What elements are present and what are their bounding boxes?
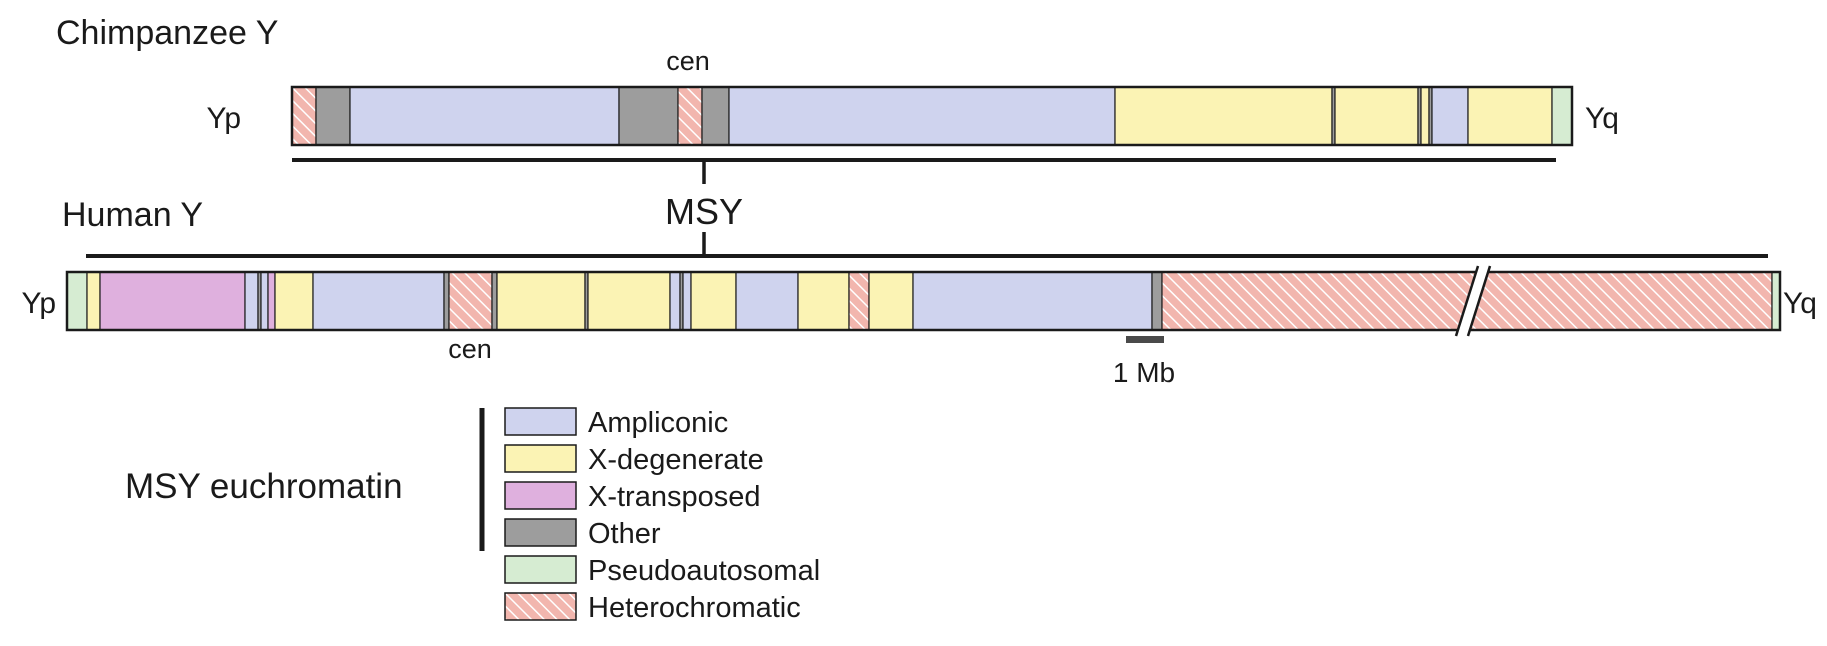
human-segment-x-degenerate [587, 271, 671, 331]
human-segment-x-transposed [267, 271, 276, 331]
chimp-segment-other [315, 86, 351, 146]
legend-label-pseudoautosomal: Pseudoautosomal [588, 555, 820, 587]
scale-bar [1126, 336, 1164, 343]
chimp-segment-x-degenerate [1114, 86, 1333, 146]
legend-label-ampliconic: Ampliconic [588, 407, 728, 439]
chimp-segment-other [701, 86, 730, 146]
human-segment-heterochromatic [448, 271, 493, 331]
legend-label-other: Other [588, 518, 661, 550]
msy-label: MSY [665, 191, 743, 232]
scale-break-mark [1454, 265, 1492, 337]
human-segment-ampliconic [682, 271, 692, 331]
human-p-arm-label: Yp [22, 287, 56, 320]
human-segment-x-transposed [99, 271, 246, 331]
human-segment-ampliconic [735, 271, 799, 331]
legend-swatch-x-transposed [504, 481, 577, 510]
human-segment-x-degenerate [496, 271, 586, 331]
legend: AmpliconicX-degenerateX-transposedOtherP… [504, 407, 820, 624]
human-segment-ampliconic [312, 271, 445, 331]
human-chromosome [66, 271, 1781, 331]
human-cen-label: cen [448, 334, 492, 364]
human-segment-ampliconic [244, 271, 259, 331]
chimp-q-arm-label: Yq [1585, 102, 1619, 135]
chimp-segment-ampliconic [349, 86, 620, 146]
human-segment-ampliconic [260, 271, 269, 331]
human-segment-x-degenerate [868, 271, 914, 331]
chimp-segment-heterochromatic [677, 86, 703, 146]
chimp-cen-label: cen [666, 46, 710, 76]
legend-label-heterochromatic: Heterochromatic [588, 592, 801, 624]
human-segment-heterochromatic [848, 271, 870, 331]
human-segment-x-degenerate [797, 271, 850, 331]
human-segment-x-degenerate [274, 271, 314, 331]
legend-swatch-ampliconic [504, 407, 577, 436]
legend-swatch-other [504, 518, 577, 547]
chimp-title: Chimpanzee Y [56, 14, 278, 52]
chimp-segment-heterochromatic [291, 86, 317, 146]
legend-label-x-transposed: X-transposed [588, 481, 761, 513]
chimp-p-arm-label: Yp [207, 102, 241, 135]
human-segment-other [491, 271, 498, 331]
legend-swatch-pseudoautosomal [504, 555, 577, 584]
chimp-segment-x-degenerate [1467, 86, 1553, 146]
legend-label-x-degenerate: X-degenerate [588, 444, 764, 476]
chimp-segment-pseudoautosomal [1551, 86, 1573, 146]
chimp-chromosome [291, 86, 1573, 146]
chimp-segment-x-degenerate [1420, 86, 1430, 146]
chimp-segment-other [618, 86, 679, 146]
human-q-arm-label: Yq [1783, 287, 1817, 320]
chimp-segment-ampliconic [728, 86, 1116, 146]
legend-group-label: MSY euchromatin [125, 467, 403, 506]
human-segment-ampliconic [669, 271, 681, 331]
human-segment-pseudoautosomal [66, 271, 88, 331]
chimp-chromosome-outline [290, 85, 1574, 147]
human-segment-x-degenerate [86, 271, 101, 331]
human-segment-other [443, 271, 450, 331]
legend-swatch-x-degenerate [504, 444, 577, 473]
human-segment-ampliconic [912, 271, 1153, 331]
human-chromosome-outline [65, 270, 1782, 332]
human-segment-other [1151, 271, 1163, 331]
human-title: Human Y [62, 196, 203, 234]
human-segment-x-degenerate [690, 271, 737, 331]
chimp-segment-ampliconic [1431, 86, 1469, 146]
chimp-segment-x-degenerate [1334, 86, 1419, 146]
scale-bar-label: 1 Mb [1113, 357, 1175, 388]
legend-swatch-heterochromatic [504, 592, 577, 621]
